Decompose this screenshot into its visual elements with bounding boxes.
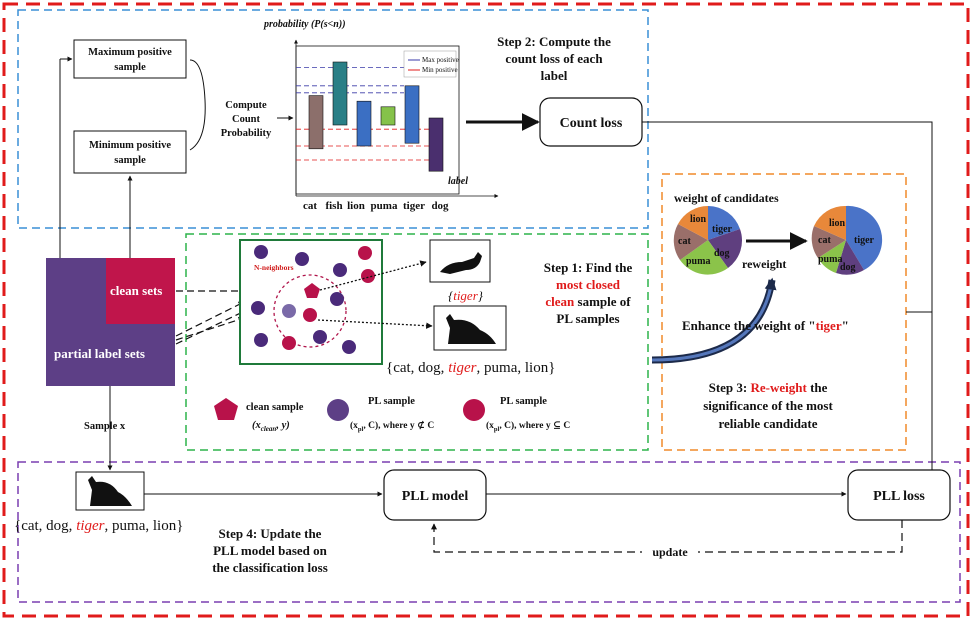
pie2-dog: dog	[840, 262, 856, 273]
min-positive-box	[73, 130, 187, 174]
partial-label-sets-label: partial label sets	[54, 346, 145, 361]
pie-after	[811, 205, 883, 275]
pie-before	[673, 206, 743, 275]
chart-legend	[403, 50, 457, 78]
step3-title-2: significance of the most	[703, 398, 833, 413]
legend-pl2-label: PL sample	[500, 396, 547, 407]
bar-puma	[380, 106, 396, 126]
bar-fish	[332, 61, 348, 126]
x-axis-label: label	[448, 176, 468, 187]
pie2-lion: lion	[829, 218, 846, 229]
legend-pl2-formula: (xpl, C), where y ⊆ C	[486, 420, 570, 433]
legend-clean-formula: (xclean, y)	[252, 420, 290, 433]
legend-min-label: Min positive	[422, 66, 458, 74]
cat-silhouette	[446, 314, 496, 344]
legend-pl1-formula: (xpl, C), where y ⊄ C	[350, 420, 434, 433]
tiger-image	[429, 239, 491, 283]
compute-line3: Probability	[221, 128, 272, 139]
category-label-puma: puma	[371, 200, 398, 212]
n-neighbors-label: N-neighbors	[254, 263, 294, 272]
step1-region	[185, 233, 649, 451]
step1-title-4: PL samples	[556, 311, 619, 326]
category-label-lion: lion	[347, 200, 365, 212]
curved-arrow	[651, 277, 777, 362]
legend-max-label: Max positive	[422, 56, 459, 64]
bar-dog	[428, 117, 444, 172]
legend-clean-shape	[214, 398, 238, 420]
count-loss-to-pll-loss	[642, 121, 935, 475]
sample-x-label: Sample x	[84, 421, 126, 432]
step4-candidate-set: {cat, dog, tiger, puma, lion}	[14, 518, 183, 534]
pie2-puma: puma	[818, 254, 842, 265]
min-box-line1: Minimum positive	[89, 140, 171, 151]
bar-tiger	[404, 85, 420, 144]
step1-title-3: clean sample of	[545, 294, 631, 309]
weight-title: weight of candidates	[674, 191, 779, 205]
max-positive-box	[73, 39, 187, 79]
bar-cat	[308, 95, 324, 150]
pie2-tiger: tiger	[854, 235, 875, 246]
category-label-tiger: tiger	[403, 200, 425, 212]
step4-title-2: PLL model based on	[213, 543, 328, 558]
legend-clean-label: clean sample	[246, 402, 304, 413]
arrow-to-cat-img	[317, 319, 433, 329]
step4-region	[17, 461, 961, 603]
pie2-cat: cat	[818, 235, 831, 246]
category-label-dog: dog	[431, 200, 449, 212]
pll-loss-label: PLL loss	[873, 489, 925, 504]
pie1-tiger: tiger	[712, 224, 733, 235]
clean-sets-block	[106, 258, 175, 324]
step1-candidate-set: {cat, dog, tiger, puma, lion}	[386, 360, 555, 376]
step2-title-3: label	[541, 68, 568, 83]
step3-title-1: Step 3: Re-weight the	[709, 380, 828, 395]
bar-lion	[356, 100, 372, 147]
update-label: update	[652, 545, 688, 559]
step1-title-2: most closed	[556, 277, 621, 292]
step2-title-1: Step 2: Compute the	[497, 34, 611, 49]
tiger-set-label: {tiger}	[448, 288, 484, 303]
reweight-label: reweight	[742, 257, 786, 271]
update-label-bg	[642, 544, 698, 560]
compute-line2: Count	[232, 114, 261, 125]
pll-loss-box	[847, 469, 951, 521]
clean-sets-label: clean sets	[110, 283, 162, 298]
pie1-lion: lion	[690, 214, 707, 225]
neighbor-radius	[273, 274, 347, 348]
legend-pl1-label: PL sample	[368, 396, 415, 407]
pie1-cat: cat	[678, 236, 691, 247]
step1-title-1: Step 1: Find the	[544, 260, 633, 275]
min-box-line2: sample	[114, 155, 146, 166]
max-box-line2: sample	[114, 62, 146, 73]
step4-title-3: the classification loss	[212, 560, 328, 575]
step2-title-2: count loss of each	[505, 51, 603, 66]
legend-pl1-shape	[327, 399, 349, 421]
category-label-fish: fish	[325, 200, 342, 212]
step3-title-3: reliable candidate	[718, 416, 817, 431]
step4-title-1: Step 4: Update the	[219, 526, 322, 541]
clean-sample-pentagon	[304, 283, 320, 298]
arrow-pl-1	[175, 301, 245, 337]
pll-model-box	[383, 469, 487, 521]
bracket	[189, 59, 206, 151]
step2-region	[17, 9, 649, 229]
count-loss-label: Count loss	[560, 116, 623, 131]
sample-cat-silhouette	[88, 476, 132, 506]
pie1-puma: puma	[686, 256, 710, 267]
arrow-pl-2	[175, 316, 245, 341]
pl-samples	[251, 245, 375, 354]
chart-title: probability (P(s<n))	[263, 19, 346, 30]
max-box-line1: Maximum positive	[88, 47, 172, 58]
pie1-dog: dog	[714, 248, 730, 259]
enhance-text: Enhance the weight of "tiger"	[682, 318, 849, 333]
tiger-silhouette	[440, 252, 482, 274]
category-label-cat: cat	[303, 200, 317, 212]
pll-model-label: PLL model	[402, 489, 469, 504]
legend-pl2-shape	[463, 399, 485, 421]
compute-line1: Compute	[225, 100, 267, 111]
